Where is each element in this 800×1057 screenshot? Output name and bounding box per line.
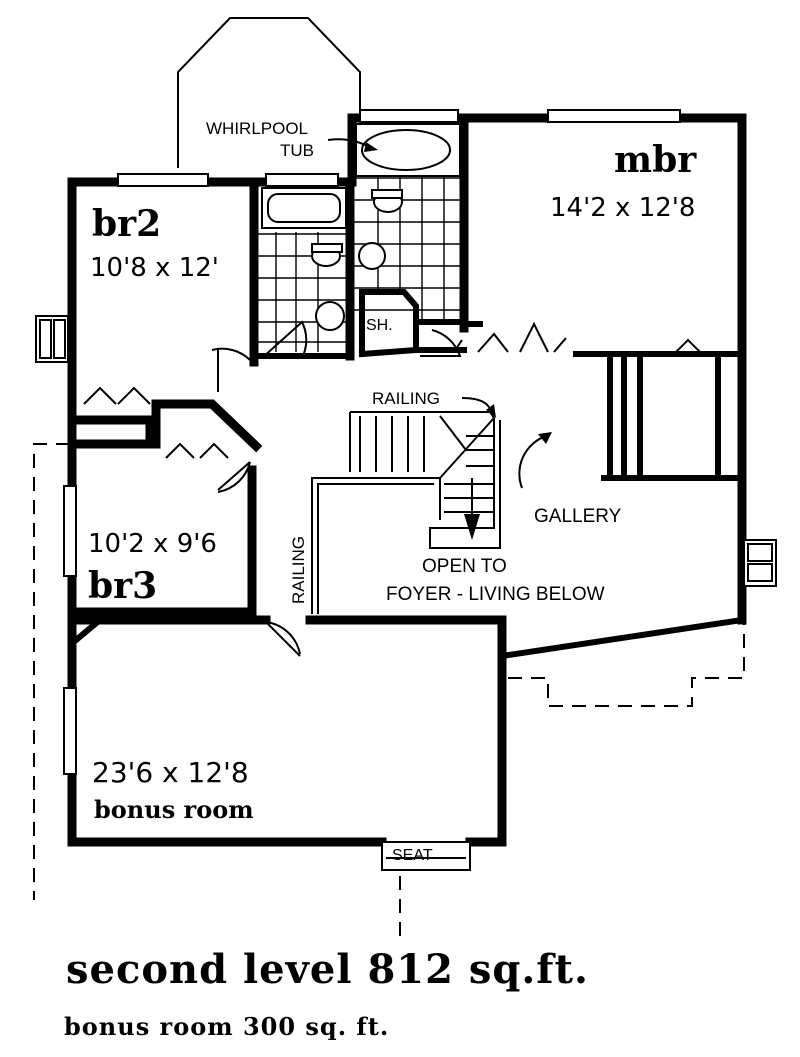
whirlpool-label-line2: TUB — [280, 141, 314, 160]
bonus-name: bonus room — [94, 795, 254, 824]
railing-side-label: RAILING — [289, 536, 308, 604]
br2-name: br2 — [92, 203, 161, 245]
whirlpool-leader — [327, 138, 378, 152]
whirlpool-label-line1: WHIRLPOOL — [206, 119, 308, 138]
staircase — [349, 411, 501, 549]
chimney-right — [743, 539, 777, 587]
room-labels: mbr 14'2 x 12'8 br2 10'8 x 12' 10'2 x 9'… — [88, 139, 697, 824]
plan-caption-title: second level 812 sq.ft. — [66, 946, 589, 993]
br2-size: 10'8 x 12' — [90, 253, 219, 283]
open-to-label-line2: FOYER - LIVING BELOW — [386, 584, 605, 605]
gallery-label: GALLERY — [534, 506, 622, 527]
railing-leader — [461, 397, 496, 418]
shower-label: SH. — [366, 317, 393, 334]
br3-name: br3 — [88, 565, 157, 607]
windows — [63, 109, 681, 871]
bay-window-outline — [177, 17, 361, 168]
lower-level-outline — [33, 443, 745, 940]
mbr-name: mbr — [614, 139, 697, 181]
railing-top-label: RAILING — [372, 389, 440, 408]
annotation-labels: WHIRLPOOL TUB SH. RAILING RAILING GALLER… — [206, 119, 622, 864]
br3-size: 10'2 x 9'6 — [88, 529, 217, 559]
plan-caption-subtitle: bonus room 300 sq. ft. — [64, 1012, 390, 1041]
seat-label: SEAT — [392, 847, 433, 864]
bonus-size: 23'6 x 12'8 — [92, 756, 249, 789]
mbr-size: 14'2 x 12'8 — [550, 193, 695, 223]
gallery-arrow — [518, 432, 552, 489]
bath-fixtures — [261, 123, 462, 359]
chimney-left — [35, 315, 69, 363]
open-to-label-line1: OPEN TO — [422, 556, 507, 577]
door-swings — [83, 321, 701, 657]
